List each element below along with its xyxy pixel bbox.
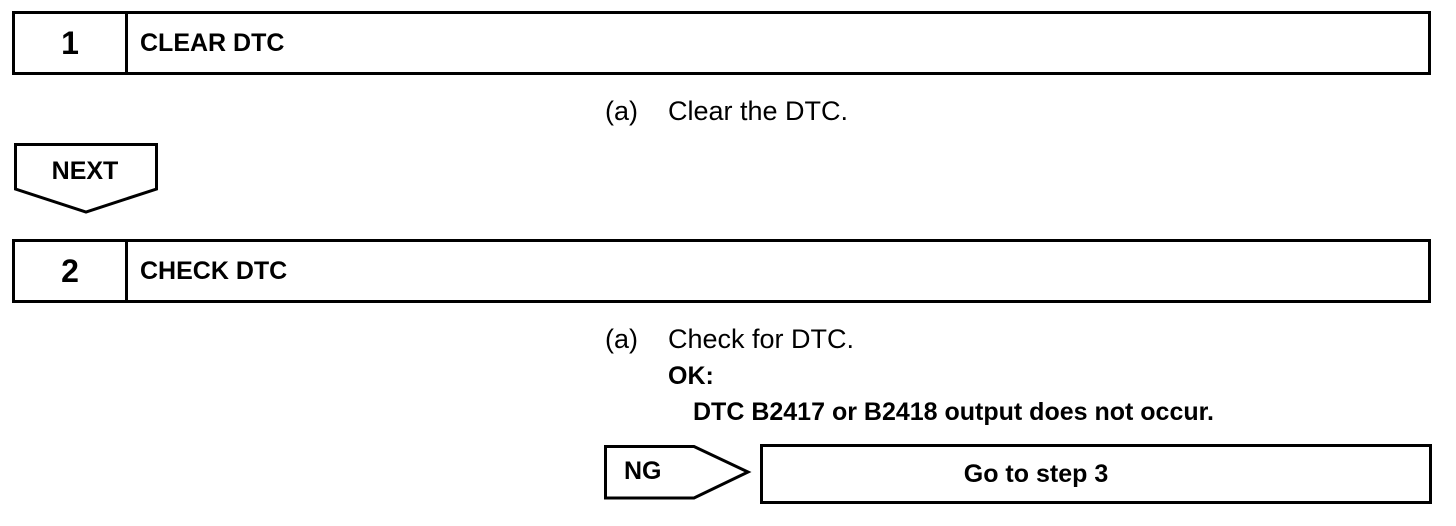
go-to-step-box: Go to step 3	[760, 444, 1432, 504]
step-1-header: 1 CLEAR DTC	[12, 11, 1431, 75]
step-number: 1	[15, 14, 128, 72]
step-2-header: 2 CHECK DTC	[12, 239, 1431, 303]
next-label: NEXT	[51, 157, 119, 185]
substep-marker: (a)	[605, 96, 638, 126]
step-number: 2	[15, 242, 128, 300]
ok-label: OK:	[668, 362, 714, 390]
next-arrow: NEXT	[14, 143, 158, 215]
ng-arrow: NG	[604, 445, 752, 501]
step-title: CHECK DTC	[140, 256, 288, 285]
go-to-step-text: Go to step 3	[963, 459, 1109, 488]
substep-text: Check for DTC.	[668, 324, 855, 354]
ng-label: NG	[624, 457, 662, 485]
substep-marker: (a)	[605, 324, 638, 354]
next-arrow-shape	[14, 143, 158, 214]
substep-text: Clear the DTC.	[668, 96, 849, 126]
step-title: CLEAR DTC	[140, 28, 285, 57]
ng-arrow-shape	[604, 445, 752, 500]
ok-condition: DTC B2417 or B2418 output does not occur…	[693, 398, 1214, 426]
